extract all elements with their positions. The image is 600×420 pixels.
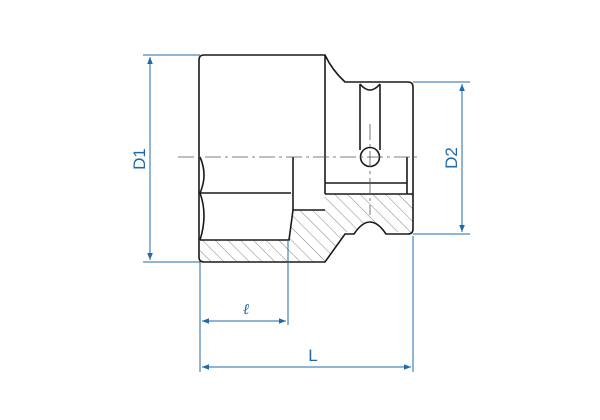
dimension-lines	[143, 54, 470, 372]
dimension-label-l-total: L	[308, 346, 317, 365]
centerlines	[178, 124, 420, 215]
socket-outline	[198, 54, 414, 263]
dimension-label-d2: D2	[442, 147, 461, 169]
dimension-label-d1: D1	[130, 148, 149, 170]
dimension-label-l-small: ℓ	[243, 302, 249, 318]
section-hatch	[200, 194, 413, 262]
